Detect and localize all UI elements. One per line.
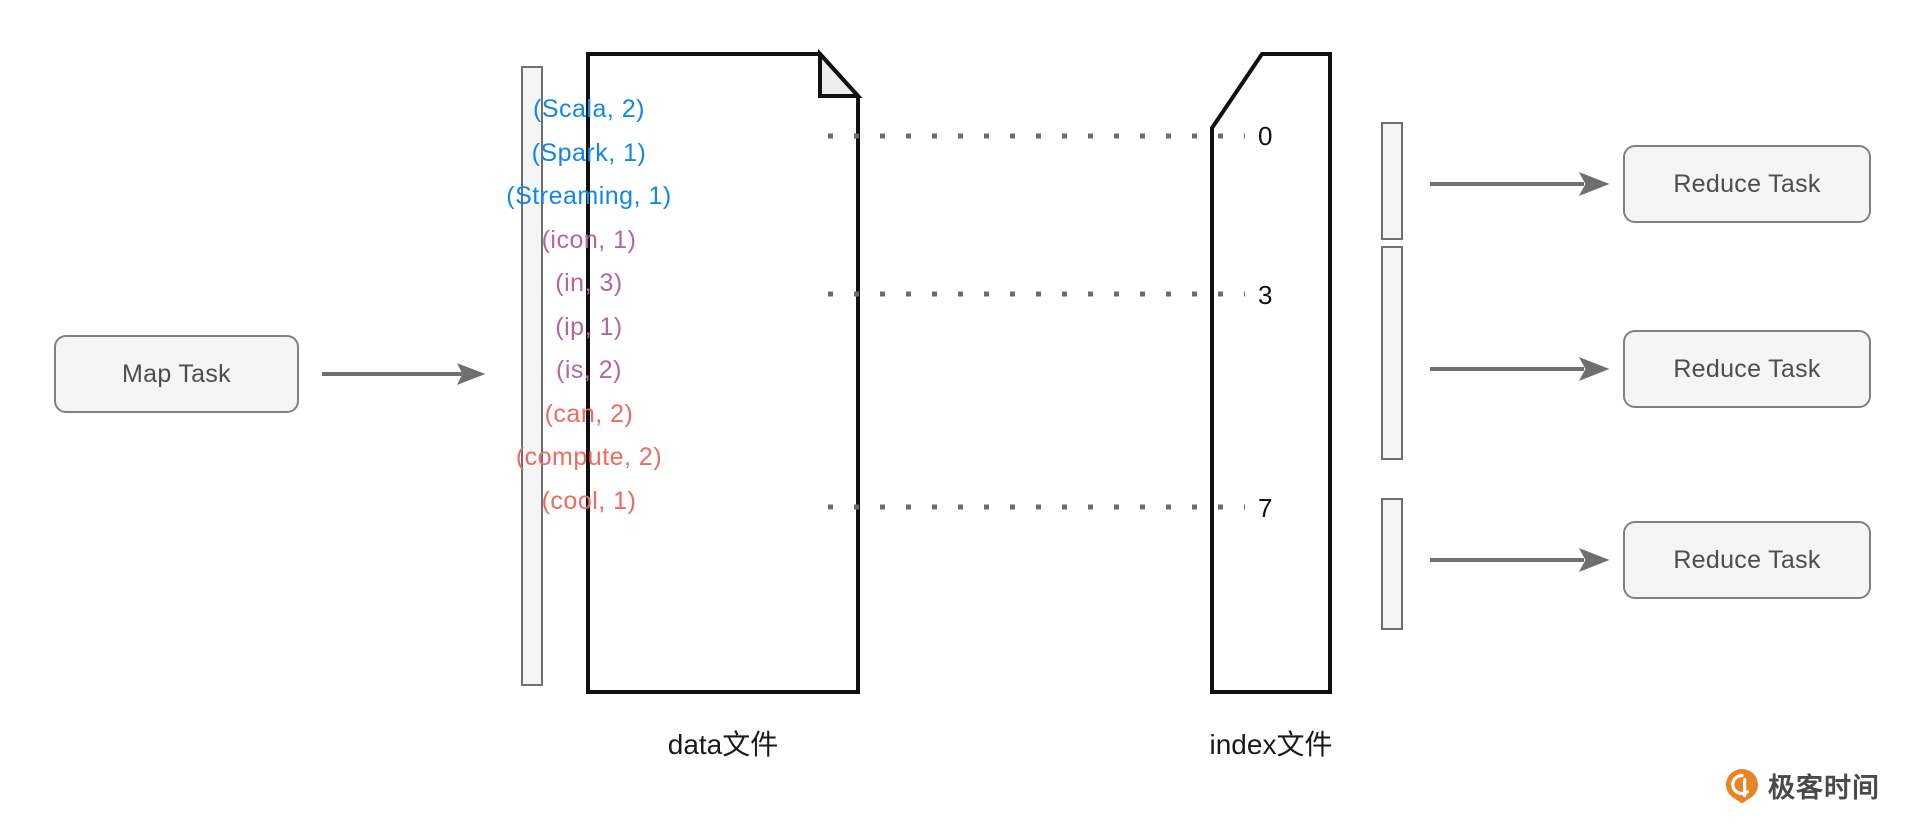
map-task-box[interactable]: Map Task bbox=[54, 335, 299, 413]
data-entry: (in, 3) bbox=[555, 269, 623, 297]
geektime-logo-icon bbox=[1726, 768, 1758, 803]
arrow-to-reduce-task-2 bbox=[1430, 357, 1610, 381]
data-file-shape bbox=[586, 48, 863, 694]
watermark-text: 极客时间 bbox=[1768, 773, 1880, 803]
arrow-head bbox=[1578, 548, 1610, 572]
index-offset-value: 7 bbox=[1258, 493, 1273, 523]
data-entry: (Spark, 1) bbox=[531, 138, 647, 167]
partition-bar-2 bbox=[1381, 498, 1403, 630]
data-file-entries: (Scala, 2) (Spark, 1) (Streaming, 1) (ic… bbox=[480, 88, 698, 523]
reduce-task-label: Reduce Task bbox=[1673, 169, 1821, 198]
partition-bar-0 bbox=[1381, 122, 1403, 240]
partition-bar-1 bbox=[1381, 246, 1403, 460]
arrow-to-reduce-task-3 bbox=[1430, 548, 1610, 572]
index-file-shape bbox=[1210, 52, 1332, 694]
data-entry: (compute, 2) bbox=[515, 443, 663, 471]
partition-leader-lines bbox=[828, 133, 1245, 510]
index-offset-value: 0 bbox=[1258, 121, 1273, 151]
index-file-caption: index文件 bbox=[1209, 729, 1333, 760]
arrow-head bbox=[1578, 357, 1610, 381]
watermark: 极客时间 bbox=[1725, 766, 1880, 805]
map-task-label: Map Task bbox=[122, 359, 231, 388]
reduce-task-box-3[interactable]: Reduce Task bbox=[1623, 521, 1871, 599]
arrow-head bbox=[1578, 172, 1610, 196]
data-entry: (ip, 1) bbox=[555, 312, 623, 341]
data-entry: (Scala, 2) bbox=[533, 95, 645, 123]
data-entry: (is, 2) bbox=[556, 356, 622, 384]
data-entry: (Streaming, 1) bbox=[506, 182, 672, 210]
data-file-corner-fold bbox=[818, 48, 863, 98]
index-offset-value: 3 bbox=[1258, 280, 1273, 310]
map-output-bar bbox=[521, 66, 543, 686]
reduce-task-box-2[interactable]: Reduce Task bbox=[1623, 330, 1871, 408]
data-entry: (icon, 1) bbox=[541, 225, 637, 254]
data-entry: (can, 2) bbox=[544, 399, 634, 428]
reduce-task-box-1[interactable]: Reduce Task bbox=[1623, 145, 1871, 223]
data-file-body bbox=[586, 52, 860, 694]
index-file-body bbox=[1210, 52, 1332, 694]
arrow-map-to-data bbox=[322, 363, 486, 385]
reduce-task-label: Reduce Task bbox=[1673, 545, 1821, 574]
data-entry: (cool, 1) bbox=[541, 486, 637, 515]
arrow-to-reduce-task-1 bbox=[1430, 172, 1610, 196]
data-file-caption: data文件 bbox=[667, 729, 779, 760]
reduce-task-label: Reduce Task bbox=[1673, 354, 1821, 383]
arrow-head bbox=[456, 363, 486, 385]
arrows-to-reduce-tasks bbox=[1430, 172, 1610, 572]
